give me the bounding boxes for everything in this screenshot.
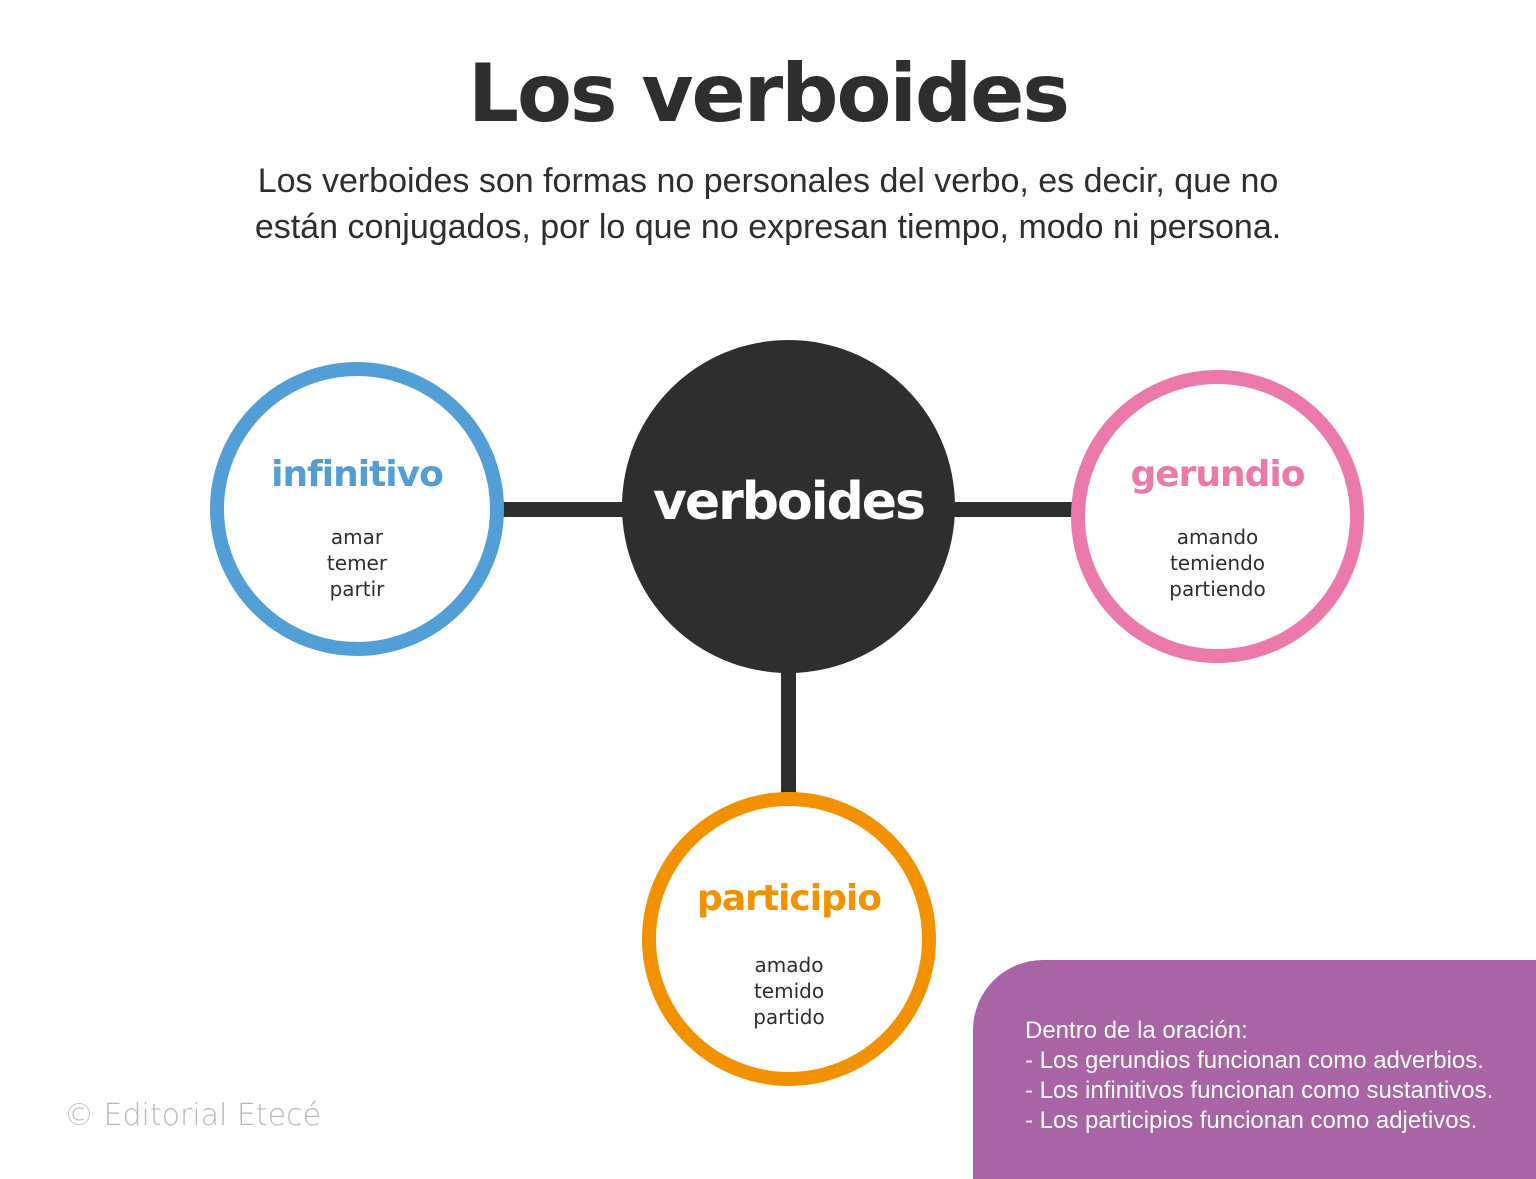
center-node-label: verboides [652, 471, 926, 532]
connector-right [950, 502, 1078, 517]
example-item: temer [326, 551, 388, 575]
example-item: temido [753, 979, 825, 1003]
note-item: - Los infinitivos funcionan como sustant… [1025, 1077, 1494, 1104]
node-infinitivo-examples: amar temer partir [224, 524, 490, 602]
note-item: - Los participios funcionan como adjetiv… [1025, 1107, 1478, 1134]
copyright-notice: © Editorial Etecé [64, 1098, 322, 1133]
note-item: - Los gerundios funcionan como adverbios… [1025, 1047, 1484, 1074]
example-item: amado [754, 953, 824, 977]
example-item: amando [1176, 525, 1259, 549]
example-item: amar [330, 525, 384, 549]
note-box: Dentro de la oración: - Los gerundios fu… [973, 960, 1536, 1179]
example-item: partir [329, 577, 385, 601]
page-title: Los verboides [467, 47, 1070, 140]
center-node-verboides: verboides [622, 340, 955, 673]
example-item: partiendo [1169, 577, 1266, 601]
connector-left [500, 502, 630, 517]
node-infinitivo-label: infinitivo [271, 454, 444, 495]
page-subtitle: Los verboides son formas no personales d… [168, 158, 1368, 250]
example-item: partido [753, 1005, 825, 1029]
node-infinitivo: infinitivo amar temer partir [210, 362, 504, 656]
node-participio: participio amado temido partido [642, 792, 936, 1086]
example-item: temiendo [1169, 551, 1266, 575]
node-gerundio-label: gerundio [1130, 454, 1305, 495]
subtitle-line-1: Los verboides son formas no personales d… [257, 162, 1279, 200]
subtitle-line-2: están conjugados, por lo que no expresan… [254, 208, 1282, 246]
connector-bottom [781, 668, 796, 798]
node-gerundio: gerundio amando temiendo partiendo [1071, 370, 1364, 663]
note-heading: Dentro de la oración: [1025, 1017, 1248, 1044]
node-gerundio-examples: amando temiendo partiendo [1085, 524, 1350, 602]
node-participio-label: participio [697, 878, 882, 919]
node-participio-examples: amado temido partido [656, 952, 922, 1030]
